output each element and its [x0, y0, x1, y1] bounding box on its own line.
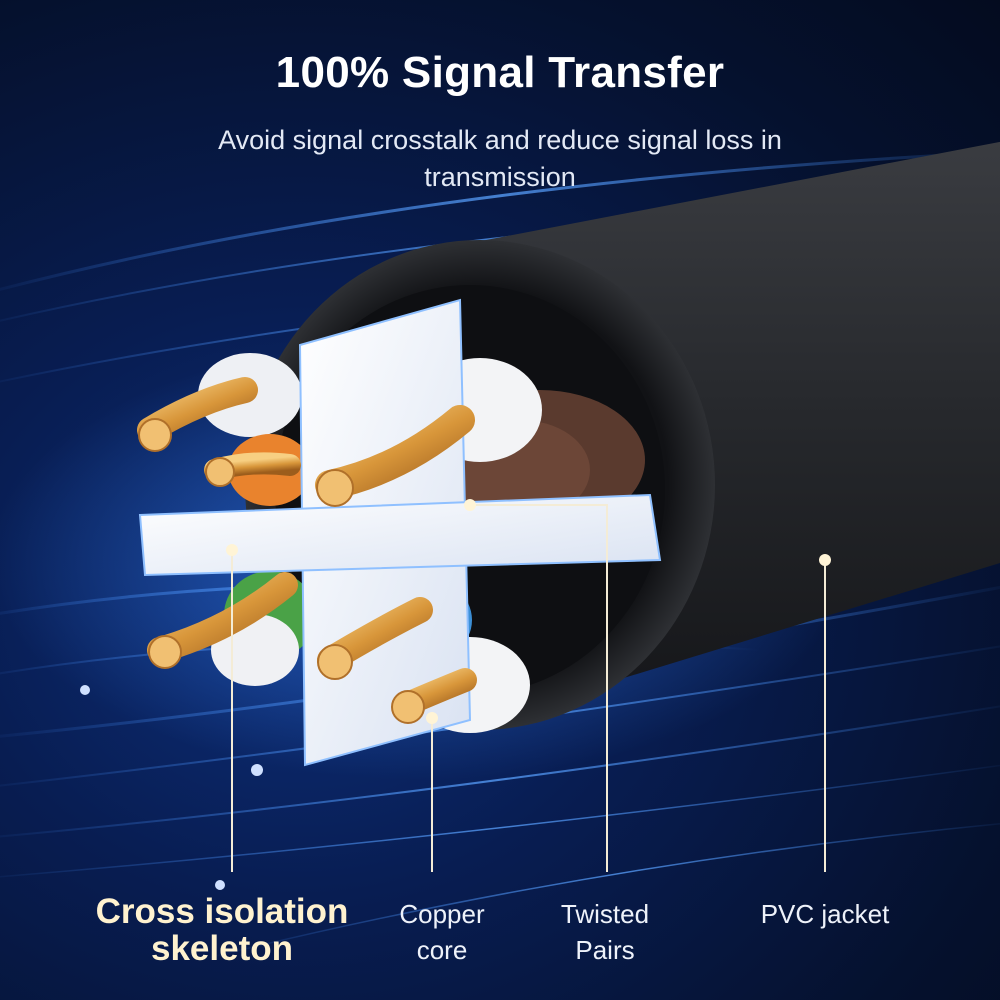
label-copper-line1: Copper [399, 899, 485, 929]
label-twisted-line2: Pairs [575, 935, 635, 965]
label-skeleton-line1: Cross isolation [95, 892, 349, 931]
label-twisted-pairs: Twisted Pairs [530, 896, 680, 968]
label-copper-line2: core [416, 935, 468, 965]
callout-dots [226, 499, 831, 724]
label-copper-core: Copper core [372, 896, 512, 968]
callout-lines [231, 504, 826, 872]
label-pvc-jacket: PVC jacket [760, 899, 890, 929]
subheadline: Avoid signal crosstalk and reduce signal… [218, 125, 782, 192]
headline: 100% Signal Transfer [275, 48, 725, 97]
label-skeleton-line2: skeleton [151, 929, 293, 968]
label-twisted-line1: Twisted [560, 899, 650, 929]
label-cross-isolation-skeleton: Cross isolation skeleton [62, 893, 382, 967]
copper-cores [137, 377, 477, 724]
